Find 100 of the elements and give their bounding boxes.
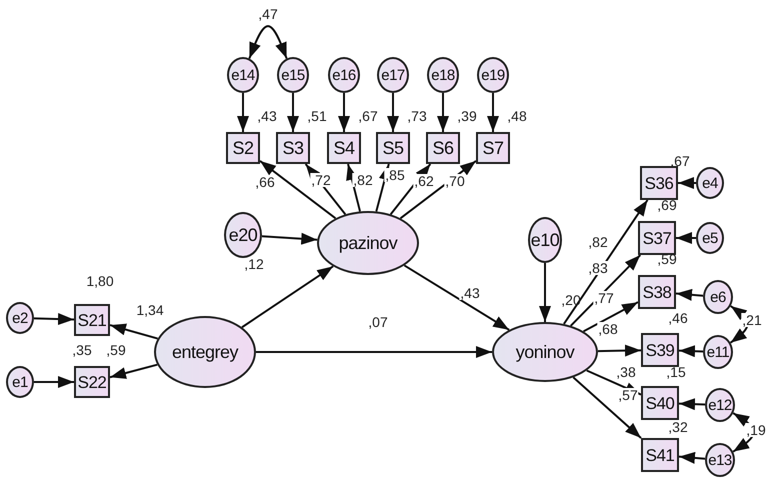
path-arrow xyxy=(676,288,704,301)
variable-name: e18 xyxy=(431,68,455,82)
indicator-box xyxy=(426,132,460,164)
path-arrow xyxy=(678,398,706,410)
path-arrow xyxy=(570,254,642,326)
variable-name: e6 xyxy=(710,290,726,304)
path-arrow xyxy=(110,364,158,379)
variable-name: e5 xyxy=(702,230,718,246)
edge-label: ,82 xyxy=(352,173,374,187)
squared-correlation: ,43 xyxy=(257,109,277,123)
variable-ellipse xyxy=(696,222,724,254)
squared-correlation: ,20 xyxy=(561,293,581,307)
indicator-box xyxy=(276,132,310,164)
edge-label: ,57 xyxy=(617,388,639,402)
edge-label: ,66 xyxy=(254,175,276,189)
edge-label: 1,34 xyxy=(135,303,165,317)
path-arrow xyxy=(572,376,642,439)
correlation-arrow xyxy=(732,412,755,453)
variable-ellipse xyxy=(377,57,409,93)
path-arrow xyxy=(262,232,318,245)
path-arrow xyxy=(400,160,477,220)
variable-name: e11 xyxy=(706,344,730,360)
correlation-arrow xyxy=(730,305,749,344)
path-arrow xyxy=(598,344,642,357)
variable-name: e4 xyxy=(702,176,718,190)
squared-correlation: ,48 xyxy=(507,109,527,123)
variable-name: pazinov xyxy=(338,234,398,252)
path-arrow xyxy=(678,177,696,189)
squared-correlation: 1,80 xyxy=(86,274,114,288)
squared-correlation: ,35 xyxy=(72,343,92,357)
path-arrow xyxy=(390,163,432,215)
path-arrow xyxy=(586,370,642,396)
edge-label: ,21 xyxy=(741,313,763,327)
variable-name: S7 xyxy=(482,139,504,157)
indicator-box xyxy=(641,386,679,420)
variable-ellipse xyxy=(224,212,262,258)
correlation-arrow xyxy=(248,25,288,59)
variable-name: e19 xyxy=(481,68,505,82)
variable-ellipse xyxy=(696,167,724,199)
indicator-box xyxy=(376,132,410,164)
variable-ellipse xyxy=(705,443,735,477)
variable-ellipse xyxy=(6,302,34,334)
variable-name: e12 xyxy=(708,398,732,412)
path-arrow xyxy=(241,266,334,328)
variable-ellipse xyxy=(6,366,34,398)
variable-name: e1 xyxy=(12,374,28,390)
indicator-box xyxy=(74,366,110,398)
variable-ellipse xyxy=(705,388,735,422)
squared-correlation: ,73 xyxy=(407,109,427,123)
indicator-box xyxy=(476,132,510,164)
path-arrow xyxy=(539,263,551,322)
variable-name: S6 xyxy=(432,139,454,157)
path-arrow xyxy=(256,346,492,358)
path-arrow xyxy=(676,232,696,244)
variable-name: S21 xyxy=(78,312,106,328)
edge-label: ,82 xyxy=(587,235,609,249)
path-arrow xyxy=(678,345,704,358)
edge-label: ,72 xyxy=(310,173,332,187)
variable-name: S37 xyxy=(642,230,672,246)
path-arrow xyxy=(437,93,449,132)
variable-name: e15 xyxy=(281,68,305,82)
variable-name: S36 xyxy=(644,174,674,192)
path-arrow xyxy=(387,93,399,132)
path-arrow xyxy=(34,313,74,326)
variable-name: e10 xyxy=(530,231,560,249)
indicator-box xyxy=(641,333,679,367)
squared-correlation: ,67 xyxy=(358,109,378,123)
path-arrow xyxy=(259,160,336,220)
path-arrow xyxy=(34,376,74,388)
edge-label: ,19 xyxy=(745,423,767,437)
squared-correlation: ,32 xyxy=(668,420,688,434)
variable-name: S41 xyxy=(646,446,674,464)
edge-label: ,47 xyxy=(257,7,279,21)
path-arrow xyxy=(237,93,249,132)
variable-name: S40 xyxy=(646,394,674,412)
variable-name: e13 xyxy=(708,452,732,468)
edge-label: ,43 xyxy=(459,286,481,300)
variable-name: e17 xyxy=(381,68,405,82)
variable-name: e2 xyxy=(12,310,28,326)
indicator-box xyxy=(640,166,678,200)
variable-ellipse xyxy=(227,57,259,93)
variable-name: S38 xyxy=(642,284,672,300)
squared-correlation: ,69 xyxy=(657,198,677,212)
variable-ellipse xyxy=(427,57,459,93)
squared-correlation: ,67 xyxy=(670,154,690,168)
squared-correlation: ,12 xyxy=(244,257,264,271)
indicator-box xyxy=(74,304,110,336)
edge-label: ,77 xyxy=(593,291,615,305)
path-arrow xyxy=(346,164,361,212)
path-arrow xyxy=(678,452,706,464)
squared-correlation: ,39 xyxy=(457,109,477,123)
variable-name: S22 xyxy=(78,374,106,390)
path-arrow xyxy=(338,93,350,132)
edge-label: ,38 xyxy=(615,365,637,379)
path-arrow xyxy=(287,93,299,132)
edge-label: ,68 xyxy=(597,322,619,336)
indicator-box xyxy=(638,221,676,255)
path-arrow xyxy=(304,163,346,215)
indicator-box xyxy=(327,132,361,164)
variable-name: S39 xyxy=(646,342,674,358)
